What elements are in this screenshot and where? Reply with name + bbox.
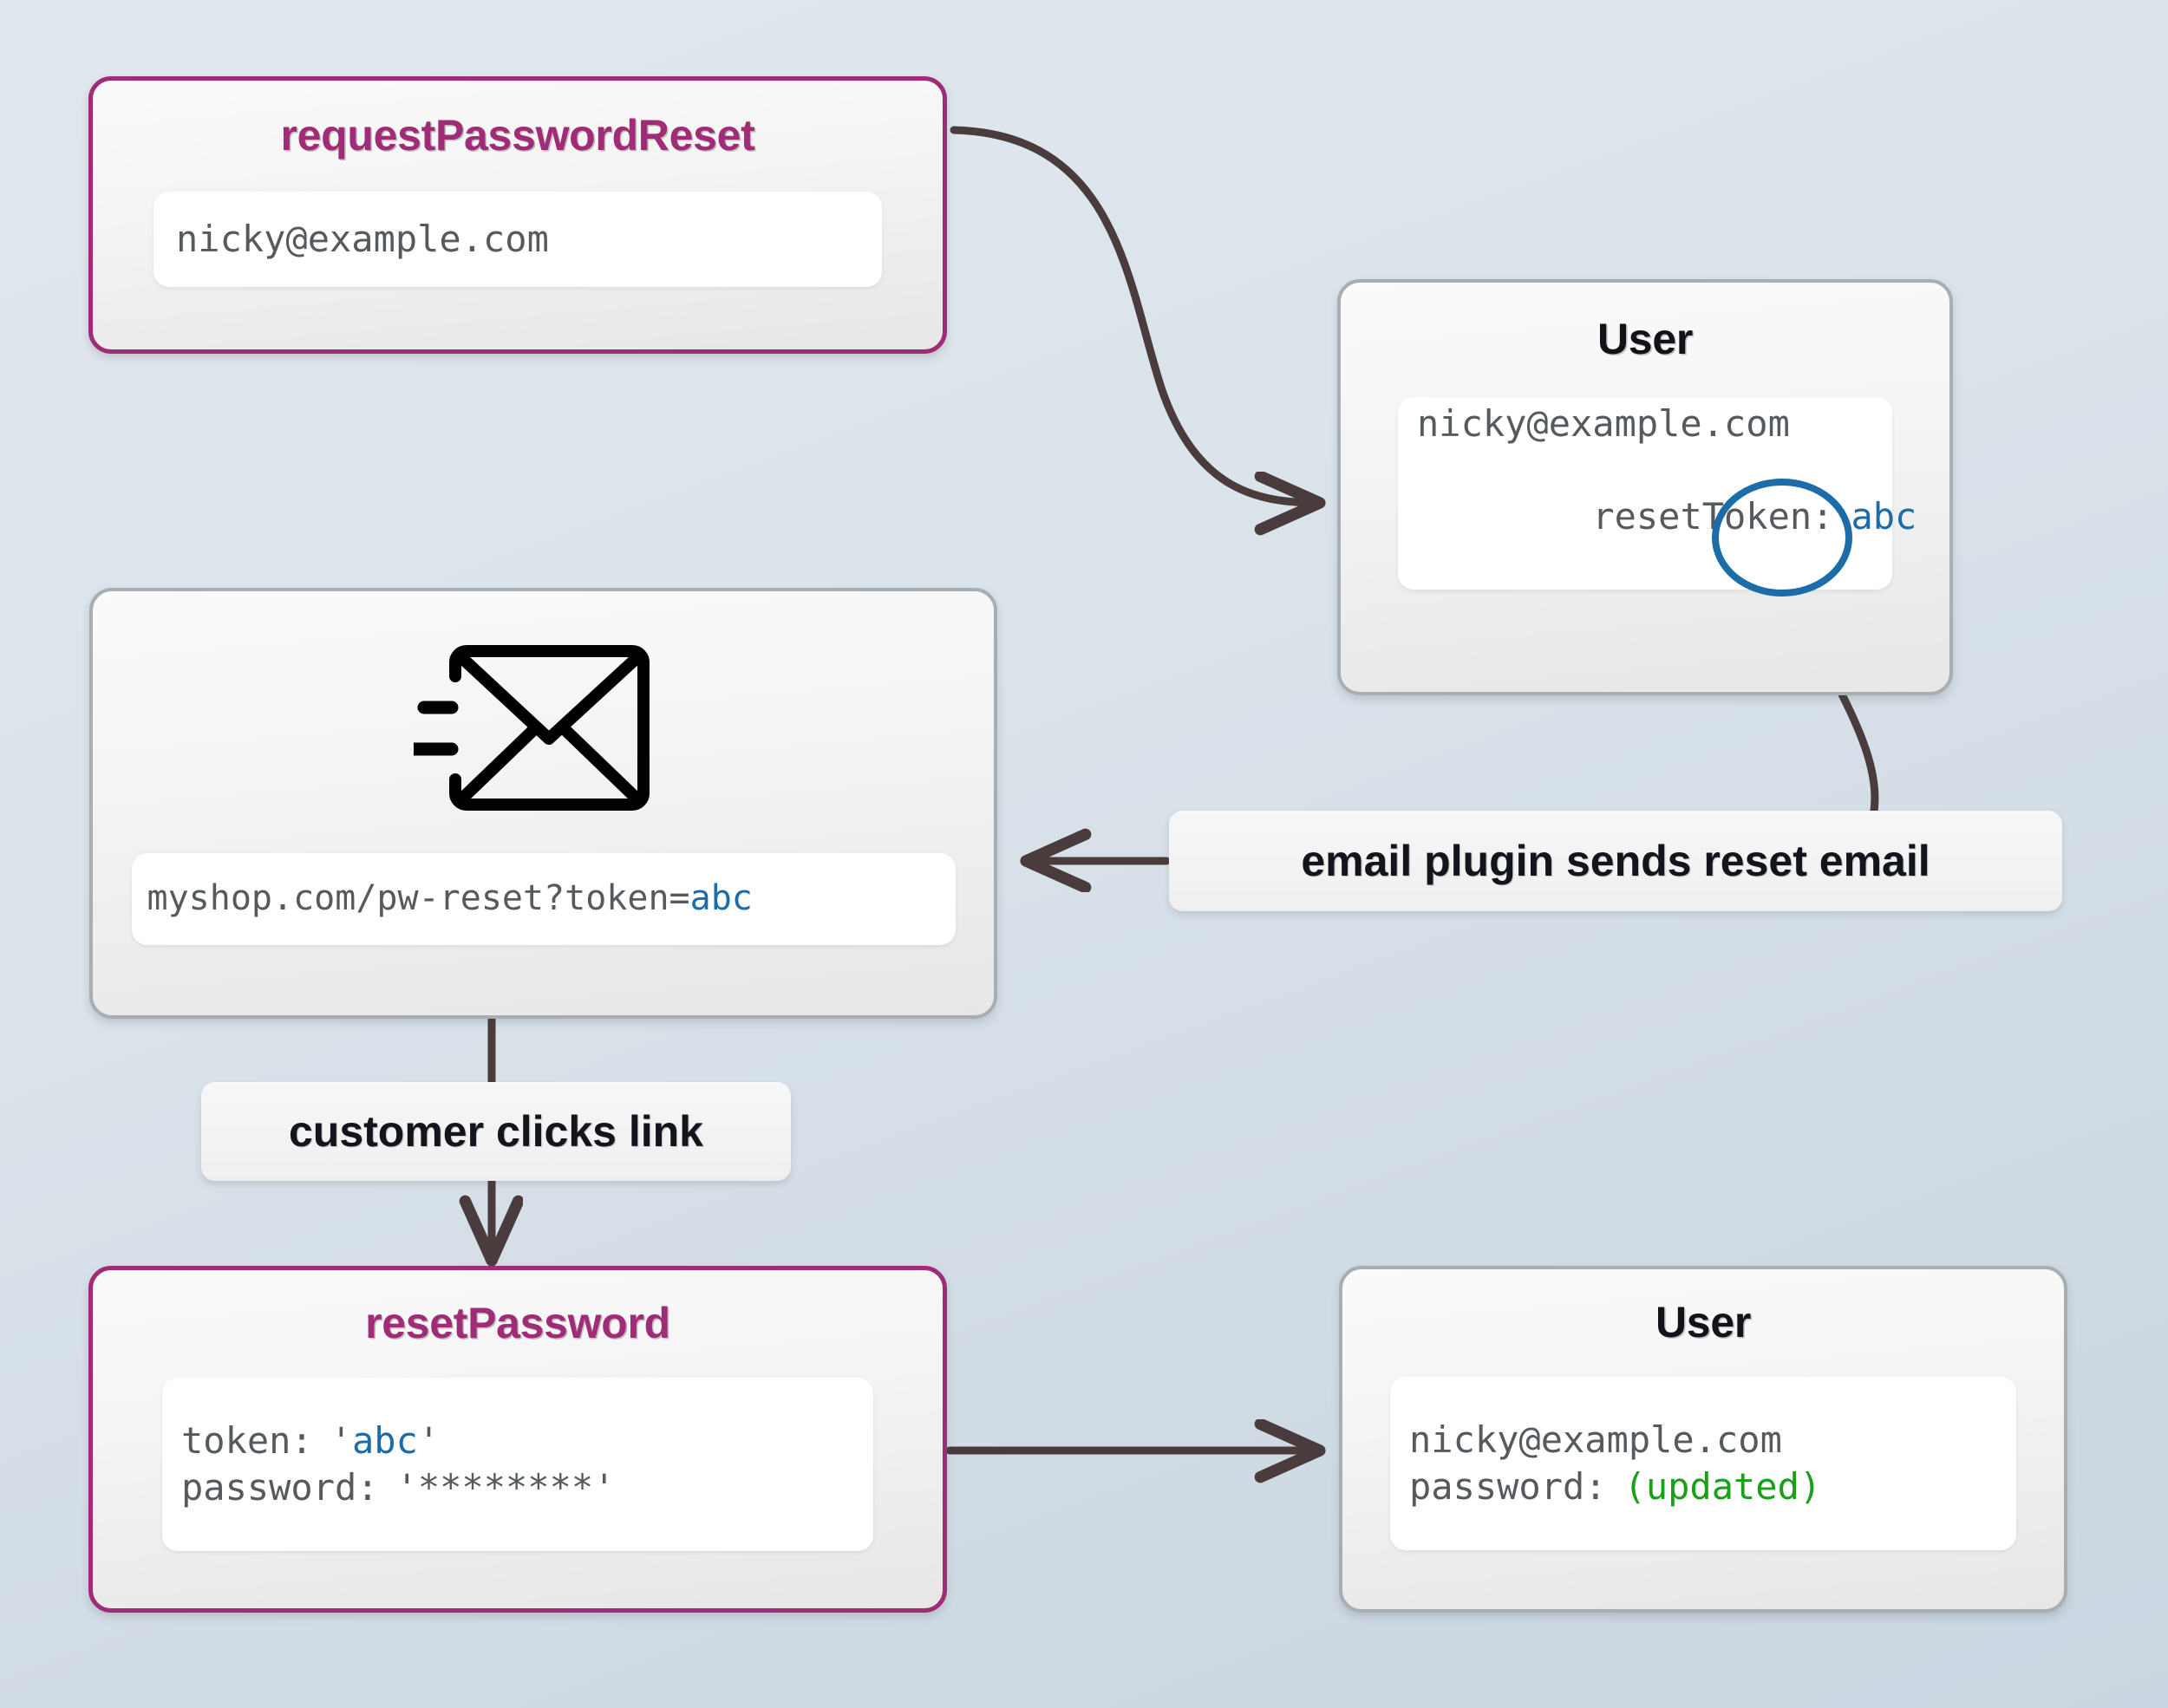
edge-request-to-user [950,126,1318,503]
node-reset-email[interactable]: myshop.com/pw-reset?token=abc [89,588,997,1019]
reset-password-token-label: token: [181,1419,313,1463]
edge-label-customer-clicks: customer clicks link [201,1082,791,1181]
reset-password-token-quote-open: ' [330,1419,353,1463]
reset-password-token-value: abc [352,1419,418,1463]
reset-password-password-label: password: [181,1466,379,1509]
node-user-with-token[interactable]: User nicky@example.com resetToken:abc [1337,279,1953,695]
edge-label-customer-clicks-text: customer clicks link [288,1107,703,1156]
node-request-password-reset[interactable]: requestPasswordReset nicky@example.com [88,76,947,354]
reset-password-token-quote-close: ' [417,1419,441,1463]
user-updated-password-value: (updated) [1623,1465,1822,1508]
value-panel-request-email: nicky@example.com [153,192,882,287]
send-email-icon [413,645,650,811]
reset-url-row: myshop.com/pw-reset?token=abc [147,877,940,921]
reset-url-prefix: myshop.com/pw-reset?token= [147,878,690,919]
token-highlight-circle-icon [1712,479,1852,596]
reset-url-token: abc [689,878,753,919]
value-panel-user-updated: nicky@example.com password: (updated) [1390,1377,2016,1550]
user-token-value: abc [1851,495,1917,538]
node-title-request-password-reset: requestPasswordReset [280,111,755,160]
node-title-reset-password: resetPassword [365,1299,670,1347]
edge-label-email-plugin: email plugin sends reset email [1169,811,2062,911]
user-updated-email-value: nicky@example.com [1409,1418,1782,1462]
value-panel-reset-url: myshop.com/pw-reset?token=abc [131,853,956,945]
node-reset-password[interactable]: resetPassword token: 'abc' password: '****… [88,1266,947,1613]
request-email-value: nicky@example.com [176,218,549,261]
reset-password-password-row: password: '********' [181,1464,854,1511]
edge-label-email-plugin-text: email plugin sends reset email [1301,837,1930,885]
user-email-value: nicky@example.com [1417,401,1790,445]
node-user-updated[interactable]: User nicky@example.com password: (updated… [1339,1266,2067,1613]
reset-password-password-value: '********' [395,1466,616,1509]
user-updated-password-row: password: (updated) [1409,1464,1997,1510]
node-title-user-updated: User [1655,1298,1751,1346]
user-updated-password-label: password: [1409,1465,1607,1508]
value-panel-reset-password: token: 'abc' password: '********' [162,1378,873,1551]
node-title-user-with-token: User [1597,315,1693,363]
reset-password-token-row: token: 'abc' [181,1418,854,1464]
